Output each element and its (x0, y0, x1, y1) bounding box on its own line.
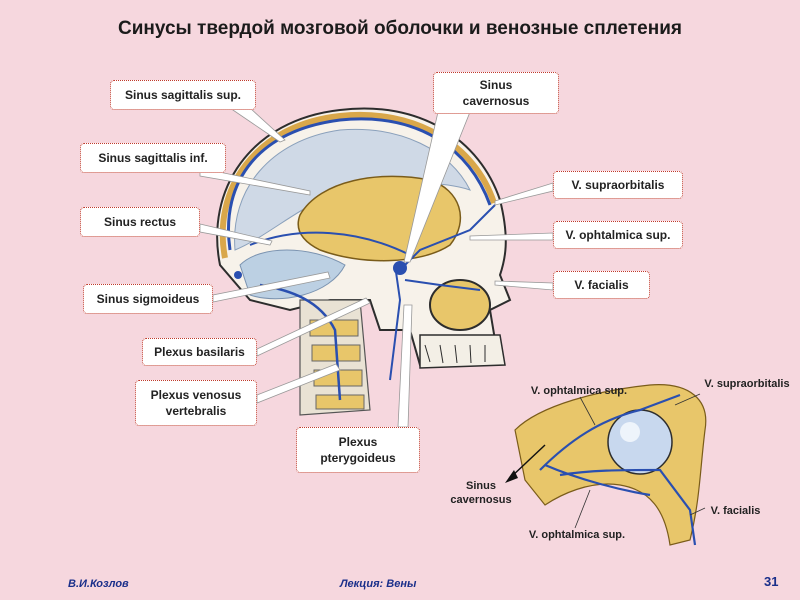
leader-lines (199, 107, 554, 428)
label-plexus-basilaris: Plexus basilaris (142, 338, 257, 366)
sinus-cavernosus-node (393, 261, 407, 275)
maxilla (419, 334, 506, 369)
orbit-inset-illustration (505, 384, 707, 546)
footer-lecture: Лекция: Вены (340, 578, 417, 590)
leader-sagittalis-inf (199, 167, 311, 196)
inset-arrow (509, 444, 546, 479)
inset-label-v-ophtalmica-sup-bottom: V. ophtalmica sup. (528, 529, 626, 541)
label-plexus-venosus-vertebralis: Plexus venosus vertebralis (135, 380, 257, 426)
page-title: Синусы твердой мозговой оболочки и веноз… (118, 18, 682, 39)
inset-leader-supraorbitalis (674, 393, 701, 406)
leader-supraorbitalis (494, 182, 554, 206)
label-v-facialis: V. facialis (553, 271, 650, 299)
sinus-rectus-line (249, 231, 411, 256)
label-sinus-cavernosus: Sinus cavernosus (433, 72, 559, 114)
inset-label-sinus-cavernosus: Sinus cavernosus (450, 480, 512, 507)
label-v-supraorbitalis: V. supraorbitalis (553, 171, 683, 199)
inset-arrow-head (505, 470, 518, 483)
inset-bone (514, 384, 707, 546)
inset-label-v-supraorbitalis: V. supraorbitalis (704, 378, 790, 390)
leader-rectus (199, 223, 273, 246)
inset-leader-ophtalmica-top (579, 396, 596, 426)
label-sinus-rectus: Sinus rectus (80, 207, 200, 237)
inset-leader-ophtalmica-bottom (574, 489, 591, 529)
head-illustration (216, 107, 512, 416)
label-plexus-pterygoideus: Plexus pterygoideus (296, 427, 420, 473)
orbit (429, 279, 491, 331)
inset-veins (539, 393, 697, 546)
leader-plexus-basilaris (256, 297, 371, 357)
inset-label-v-facialis: V. facialis (710, 505, 761, 517)
label-v-ophtalmica-sup: V. ophtalmica sup. (553, 221, 683, 249)
leader-sagittalis-sup (228, 107, 286, 143)
label-sinus-sagittalis-inf: Sinus sagittalis inf. (80, 143, 226, 173)
inset-leader-facialis (689, 507, 706, 516)
sinus-sagittalis-sup-line (227, 117, 492, 251)
page-number: 31 (764, 574, 779, 589)
inset-label-v-ophtalmica-sup-top: V. ophtalmica sup. (530, 385, 628, 397)
leader-sigmoideus (212, 271, 331, 303)
footer-author: В.И.Козлов (68, 578, 129, 590)
label-sinus-sagittalis-sup: Sinus sagittalis sup. (110, 80, 256, 110)
confluence-node (234, 271, 242, 279)
leader-plexus-vertebralis (256, 363, 341, 404)
eyeball (607, 409, 673, 475)
eyeball-highlight (620, 422, 640, 442)
teeth (424, 344, 486, 364)
skull-rim (219, 111, 497, 259)
label-sinus-sigmoideus: Sinus sigmoideus (83, 284, 213, 314)
